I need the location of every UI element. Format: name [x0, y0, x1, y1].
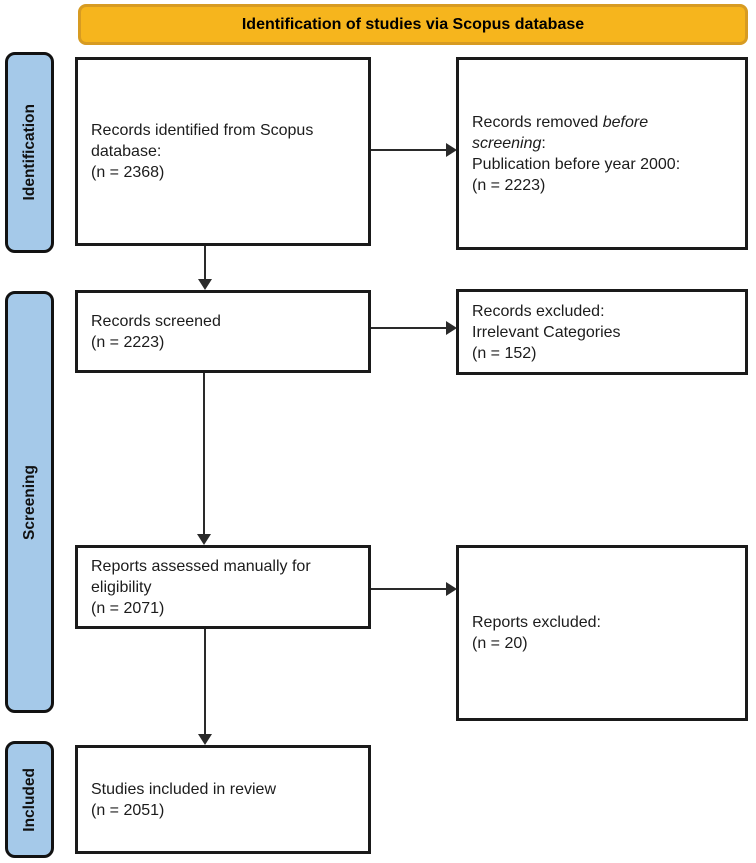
arrow-assessed-to-included-line: [204, 629, 206, 737]
stage-label-screening-text: Screening: [20, 464, 38, 540]
arrow-assessed-to-included-head-icon: [198, 734, 212, 745]
stage-label-screening: Screening: [5, 291, 54, 713]
arrow-identified-to-screened-line: [204, 246, 206, 282]
box-records-excluded: Records excluded:Irrelevant Categories(n…: [456, 289, 748, 375]
box-records-screened-text: Records screened(n = 2223): [91, 312, 221, 351]
box-studies-included: Studies included in review(n = 2051): [75, 745, 371, 854]
arrow-assessed-to-excluded-head-icon: [446, 582, 457, 596]
arrow-screened-to-excluded-line: [371, 327, 447, 329]
box-records-screened: Records screened(n = 2223): [75, 290, 371, 373]
box-studies-included-text: Studies included in review(n = 2051): [91, 780, 276, 819]
banner: Identification of studies via Scopus dat…: [78, 4, 748, 45]
box-reports-excluded: Reports excluded:(n = 20): [456, 545, 748, 721]
arrow-identified-to-removed-head-icon: [446, 143, 457, 157]
box-reports-excluded-text: Reports excluded:(n = 20): [472, 614, 601, 652]
banner-label: Identification of studies via Scopus dat…: [241, 15, 585, 33]
arrow-assessed-to-excluded-line: [371, 588, 447, 590]
arrow-identified-to-screened-head-icon: [198, 279, 212, 290]
box-records-excluded-text: Records excluded:Irrelevant Categories(n…: [472, 302, 621, 362]
stage-label-included: Included: [5, 741, 54, 858]
stage-label-included-text: Included: [20, 767, 38, 832]
stage-label-identification-text: Identification: [20, 104, 38, 201]
arrow-screened-to-assessed-head-icon: [197, 534, 211, 545]
arrow-screened-to-excluded-head-icon: [446, 321, 457, 335]
arrow-identified-to-removed-line: [371, 149, 447, 151]
arrow-screened-to-assessed-line: [203, 373, 205, 537]
stage-label-identification: Identification: [5, 52, 54, 253]
